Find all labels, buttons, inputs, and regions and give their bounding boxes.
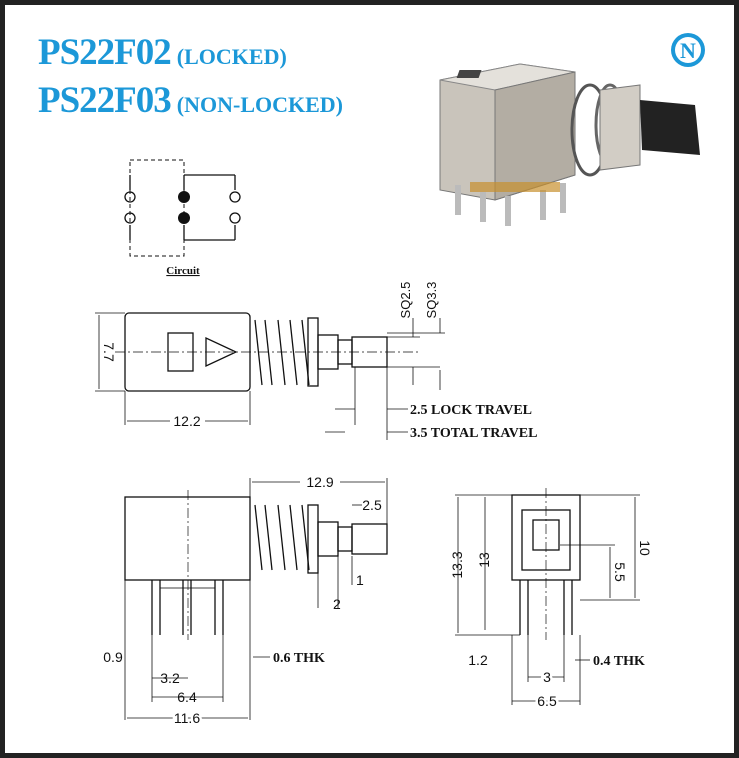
svg-text:3.5 TOTAL TRAVEL: 3.5 TOTAL TRAVEL xyxy=(410,426,537,441)
svg-text:11.6: 11.6 xyxy=(174,710,200,726)
model-type: (LOCKED) xyxy=(176,44,287,69)
svg-text:N: N xyxy=(680,38,696,63)
model-name: PS22F02 xyxy=(38,32,172,73)
svg-text:2.5: 2.5 xyxy=(362,497,382,513)
svg-text:1.2: 1.2 xyxy=(468,652,488,668)
svg-text:3.2: 3.2 xyxy=(160,670,180,686)
model-type: (NON-LOCKED) xyxy=(176,92,343,117)
svg-text:2: 2 xyxy=(333,596,341,612)
product-photo xyxy=(439,63,700,226)
brand-logo: N xyxy=(671,33,705,67)
svg-text:0.6 THK: 0.6 THK xyxy=(273,651,325,666)
svg-text:13.3: 13.3 xyxy=(449,551,465,578)
svg-text:SQ3.3: SQ3.3 xyxy=(424,282,439,319)
svg-text:13: 13 xyxy=(476,552,492,568)
front-view-drawing: 13.3 13 10 5.5 1.2 0.4 THK 3 6.5 xyxy=(449,488,653,712)
svg-text:1: 1 xyxy=(356,572,364,588)
svg-text:10: 10 xyxy=(637,540,653,556)
top-view-drawing: 7.7 12.2 SQ2.5 SQ3.3 2.5 LOCK TRAVEL 3.5… xyxy=(95,282,537,441)
svg-text:0.9: 0.9 xyxy=(103,649,123,665)
svg-text:SQ2.5: SQ2.5 xyxy=(398,282,413,319)
title-locked: PS22F02(LOCKED) xyxy=(38,31,287,74)
svg-text:2.5 LOCK TRAVEL: 2.5 LOCK TRAVEL xyxy=(410,403,532,418)
circuit-label: Circuit xyxy=(166,265,200,277)
svg-text:12.2: 12.2 xyxy=(173,413,200,429)
svg-text:5.5: 5.5 xyxy=(612,562,628,582)
circuit-diagram: Circuit xyxy=(124,159,241,277)
side-view-drawing: 12.9 2.5 1 2 0.9 0.6 THK 3.2 6.4 11.6 xyxy=(103,474,388,729)
title-non-locked: PS22F03(NON-LOCKED) xyxy=(38,79,343,122)
svg-text:7.7: 7.7 xyxy=(101,342,117,362)
model-name: PS22F03 xyxy=(38,80,172,121)
svg-text:0.4 THK: 0.4 THK xyxy=(593,654,645,669)
svg-text:6.5: 6.5 xyxy=(537,693,557,709)
svg-text:3: 3 xyxy=(543,669,551,685)
svg-text:12.9: 12.9 xyxy=(306,474,333,490)
technical-drawing: N xyxy=(95,33,705,729)
svg-text:6.4: 6.4 xyxy=(177,689,197,705)
